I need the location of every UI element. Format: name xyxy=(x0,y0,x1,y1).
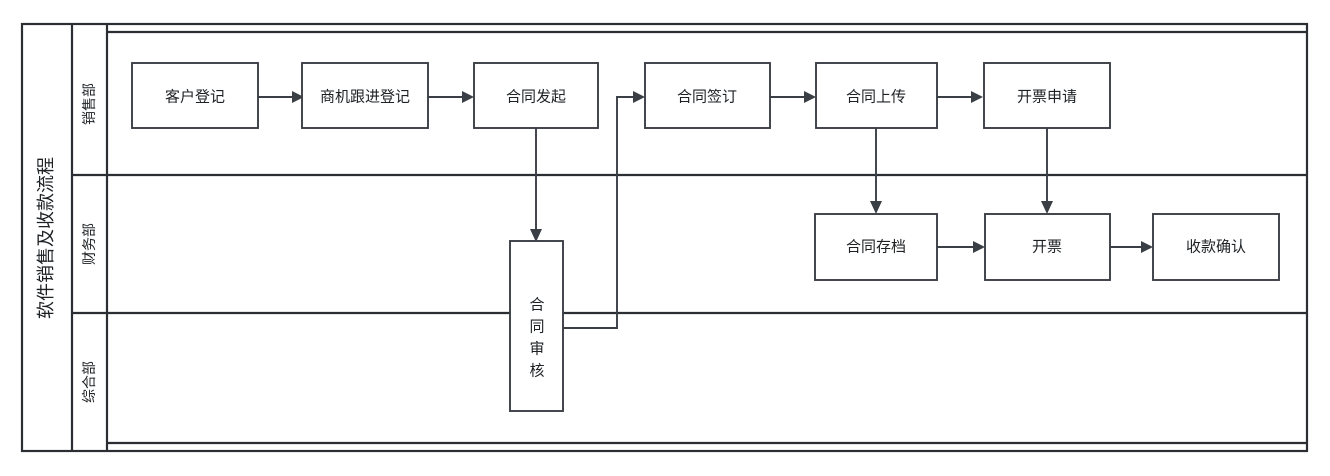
node-contract-upload[interactable]: 合同上传 xyxy=(815,62,938,129)
connector-n4-n5 xyxy=(770,91,816,103)
connector-n8-n9 xyxy=(1110,241,1153,253)
connector-n7-n8 xyxy=(937,241,985,253)
node-label: 商机跟进登记 xyxy=(320,88,410,106)
swimlane-frame xyxy=(20,22,1309,453)
node-box[interactable] xyxy=(1152,213,1280,281)
lane-label-finance: 财务部 xyxy=(82,223,98,265)
node-label: 收款确认 xyxy=(1186,238,1246,256)
node-invoice-application[interactable]: 开票申请 xyxy=(983,62,1111,129)
node-label-char-3: 审 xyxy=(529,340,544,358)
node-label: 合同存档 xyxy=(846,238,906,256)
node-opportunity-followup-registration[interactable]: 商机跟进登记 xyxy=(301,62,429,129)
connector-n3-n10 xyxy=(530,128,542,242)
page-title: 软件销售及收款流程 xyxy=(36,157,57,319)
lane-label-sales: 销售部 xyxy=(82,83,98,125)
node-box[interactable] xyxy=(983,62,1111,129)
diagram-title: 软件销售及收款流程 xyxy=(36,157,57,319)
node-box[interactable] xyxy=(984,213,1111,281)
connector-n2-n3 xyxy=(428,91,474,103)
node-contract-review[interactable]: 合 同 审 核 xyxy=(509,240,564,412)
lane-labels: 销售部 财务部 综合部 xyxy=(82,83,98,403)
node-box[interactable] xyxy=(644,62,771,129)
connector-n5-n6 xyxy=(937,91,983,103)
lane-label-general: 综合部 xyxy=(82,361,98,403)
node-box[interactable] xyxy=(815,62,938,129)
node-invoicing[interactable]: 开票 xyxy=(984,213,1111,281)
node-label-char-1: 合 xyxy=(529,296,544,314)
node-label: 客户登记 xyxy=(165,88,225,106)
node-contract-archiving[interactable]: 合同存档 xyxy=(814,213,938,281)
connector-n10-n4 xyxy=(563,91,645,329)
node-label: 开票申请 xyxy=(1017,88,1077,106)
node-box[interactable] xyxy=(301,62,429,129)
node-box[interactable] xyxy=(814,213,938,281)
node-contract-signing[interactable]: 合同签订 xyxy=(644,62,771,129)
connectors xyxy=(258,91,1153,329)
node-label: 合同上传 xyxy=(846,88,906,106)
node-label-char-2: 同 xyxy=(529,318,544,336)
node-label: 合同发起 xyxy=(506,88,566,106)
node-box[interactable] xyxy=(473,62,599,129)
node-customer-registration[interactable]: 客户登记 xyxy=(131,62,259,129)
node-box[interactable] xyxy=(509,240,564,412)
node-label-char-4: 核 xyxy=(529,362,544,380)
node-payment-confirmation[interactable]: 收款确认 xyxy=(1152,213,1280,281)
outer-frame xyxy=(20,22,1309,453)
connector-n5-n7 xyxy=(870,128,882,214)
connector-n1-n2 xyxy=(258,91,304,103)
node-label: 合同签订 xyxy=(677,88,737,106)
connector-n6-n8 xyxy=(1041,128,1053,214)
node-contract-initiation[interactable]: 合同发起 xyxy=(473,62,599,129)
node-label: 开票 xyxy=(1032,238,1062,256)
node-box[interactable] xyxy=(131,62,259,129)
